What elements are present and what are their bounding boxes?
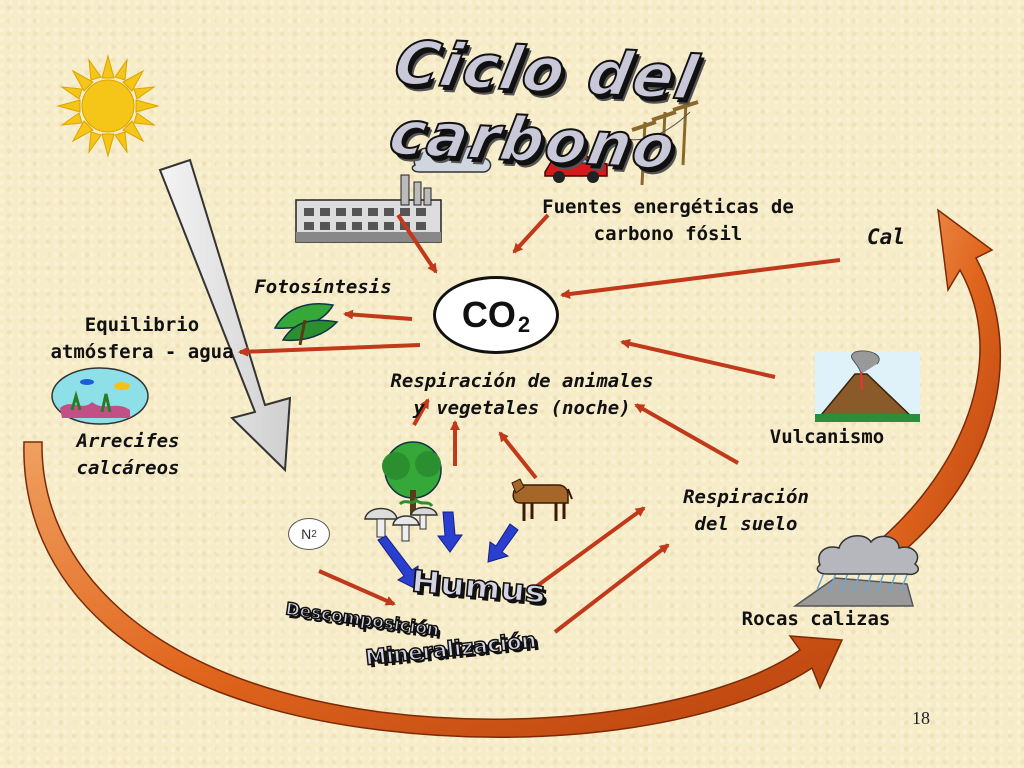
label-cal: Cal	[867, 225, 905, 249]
label-respiracion-suelo: Respiración del suelo	[683, 486, 809, 535]
label-fuentes: Fuentes energéticas de carbono fósil	[542, 196, 794, 245]
factory-icon	[295, 174, 442, 243]
n2-subscript: 2	[311, 528, 317, 540]
tree-icon	[382, 441, 442, 515]
label-arrecifes: Arrecifes calcáreos	[76, 430, 180, 479]
sediment-arrow	[23, 441, 844, 739]
volcano-icon	[815, 350, 920, 422]
mushroom-icon	[364, 506, 438, 542]
label-rocas: Rocas calizas	[741, 608, 891, 630]
n2-formula: N	[301, 526, 312, 542]
cloud-icon	[411, 141, 492, 173]
page-number: 18	[912, 708, 930, 728]
label-vulcanismo: Vulcanismo	[769, 426, 885, 448]
power-lines-icon	[613, 100, 699, 186]
car-icon	[544, 154, 608, 183]
flow-arrows	[238, 213, 841, 634]
reef-icon	[51, 367, 149, 425]
label-respiracion-animales: Respiración de animales y vegetales (noc…	[390, 370, 654, 419]
rain-cloud-icon	[816, 535, 919, 593]
co2-subscript: 2	[517, 312, 531, 337]
decomposition-arrows	[377, 511, 519, 591]
plant-icon	[273, 303, 339, 346]
cow-icon	[511, 478, 573, 521]
co2-formula: CO	[461, 294, 516, 335]
sun-icon	[56, 54, 160, 158]
label-equilibrio: Equilibrio atmósfera - agua	[50, 314, 234, 363]
label-fotosintesis: Fotosíntesis	[254, 276, 392, 298]
uplift-arrow	[878, 208, 1002, 557]
sunlight-arrow	[158, 158, 292, 473]
rock-icon	[792, 577, 914, 607]
page-title: Ciclo del carbono	[383, 27, 706, 184]
